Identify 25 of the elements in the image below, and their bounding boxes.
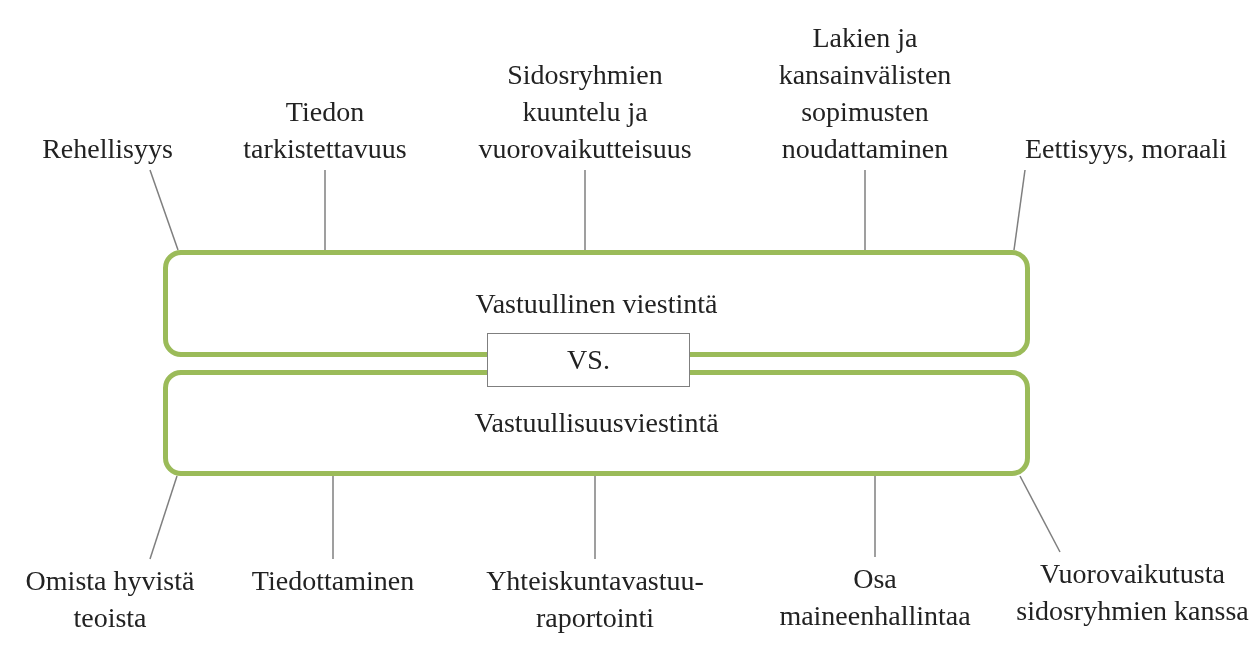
leader-line xyxy=(1013,169,1026,251)
leader-line xyxy=(864,169,866,251)
leader-line xyxy=(324,169,326,251)
label-text: Tiedon tarkistettavuus xyxy=(230,93,420,167)
label-text: Sidosryhmien kuuntelu ja vuorovaikutteisuus xyxy=(460,56,710,167)
leader-line xyxy=(594,475,596,560)
label-text: Rehellisyys xyxy=(15,130,200,167)
leader-line xyxy=(332,475,334,560)
label-text: Omista hyvistä teoista xyxy=(5,562,215,636)
vs-box xyxy=(487,333,690,387)
box-label: Vastuullinen viestintä xyxy=(475,287,718,320)
leader-line xyxy=(149,169,179,251)
label-text: Eettisyys, moraali xyxy=(1000,130,1252,167)
leader-line xyxy=(874,475,876,558)
label-text: Osa maineenhallintaa xyxy=(775,560,975,634)
label-text: Yhteiskuntavastuu-raportointi xyxy=(485,562,705,636)
leader-line xyxy=(149,475,178,560)
label-text: Lakien ja kansainvälisten sopimusten noudattaminen xyxy=(765,19,965,167)
leader-line xyxy=(1019,475,1061,553)
leader-line xyxy=(584,169,586,251)
box-label: Vastuullisuusviestintä xyxy=(474,407,719,439)
label-text: Tiedottaminen xyxy=(228,562,438,599)
label-text: Vuorovaikutusta sidosryhmien kanssa xyxy=(1015,555,1250,629)
box-label: VS. xyxy=(567,344,610,376)
rounded-box xyxy=(163,370,1030,476)
